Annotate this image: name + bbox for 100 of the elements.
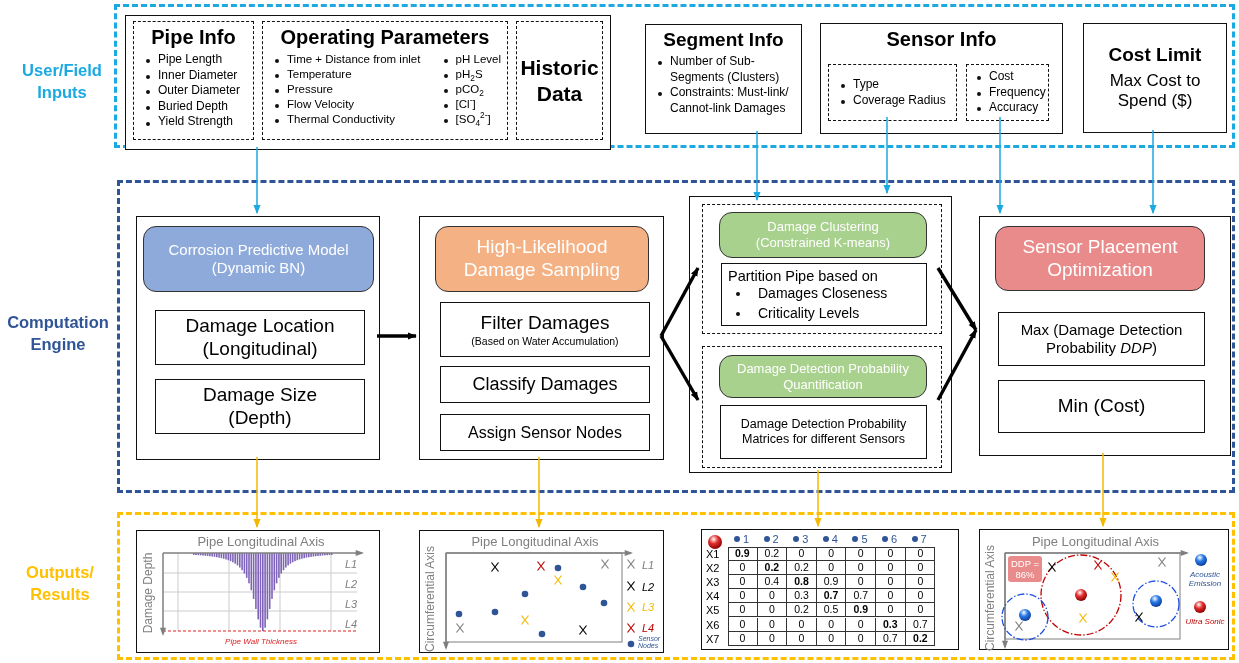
matrix-value: 0 [816,631,847,646]
bullet-item: pH$_{2}$S [455,67,483,80]
box-title: Segment Info [662,29,785,51]
matrix-value: 0.3 [876,617,906,632]
operating-parameters-box [262,21,508,140]
level-label: L2 [345,578,358,590]
matrix-value: 0.7 [816,589,847,604]
matrix-value: 0 [846,575,876,590]
bullet-item: Coverage Radius [853,92,946,107]
probability-matrix-panel [701,529,959,650]
model-panel [136,216,380,460]
matrix-value: 0 [876,547,906,562]
sampling-header [435,226,649,292]
cost-limit-box [1083,23,1227,133]
arrow [814,469,822,527]
sampling-panel [419,216,664,460]
matrix-value: 0.2 [757,561,788,576]
level-label: L3 [642,601,655,613]
detection-group [702,346,942,468]
matrix-value: 0.4 [757,575,788,590]
row-label: X7 [706,632,720,646]
sensor-type-label: Acoustic Emission [1187,570,1223,588]
box-title: Min (Cost) [1057,395,1146,418]
matrix-value: 0.2 [912,631,929,646]
axis-title: Circumferential Axis [982,544,998,653]
axis-title: Pipe Longitudinal Axis [470,534,600,549]
table-header: 6 [891,533,898,546]
arrow [936,329,978,401]
matrix-value: 0.2 [787,603,817,618]
sensor-layout-panel [979,529,1229,650]
matrix-value: 0 [876,603,906,618]
arrow [1149,129,1157,214]
bullet-item: pH Level [455,53,501,65]
matrix-value: 0 [728,631,758,646]
clustering-header [719,212,927,258]
bullet-item: Damages Closeness [758,285,888,301]
level-label: L3 [345,598,358,610]
matrix-value: 0.8 [787,575,817,590]
matrix-value: 0 [757,617,788,632]
row-label: X5 [706,604,720,618]
level-label: L2 [642,581,655,593]
detection-header [719,355,927,398]
arrow [377,332,417,340]
box-title: Classify Damages [472,373,618,396]
box-title: Sensor Info [885,28,998,51]
arrow [659,335,700,401]
matrix-value: 0 [757,603,788,618]
box-title: Max (Damage Detection Probability DDP) [1019,321,1184,357]
depth-profile-panel [136,530,380,653]
matrix-value: 0.9 [728,547,758,562]
matrix-value: 0.2 [787,561,817,576]
matrix-value: 0 [905,561,936,576]
arrow [253,456,261,528]
process-box [155,379,365,434]
model-header [143,226,374,292]
matrix-value: 0 [876,575,906,590]
sensor-specs-box [966,64,1049,121]
matrix-value: 0.5 [816,603,847,618]
arrow [996,116,1004,214]
bullet-item: Type [853,76,879,91]
box-title: Assign Sensor Nodes [468,422,622,443]
section-label: Computation Engine [7,312,109,356]
matrix-value: 0 [728,561,758,576]
bullet-item: Cost [989,69,1014,84]
arrow [753,130,761,201]
axis-title: Pipe Wall Thickness [224,637,298,646]
matrix-value: 0.7 [846,589,876,604]
bullet-item: Time + Distance from inlet [287,53,421,65]
matrix-value: 0.7 [876,631,906,646]
level-label: L4 [642,622,655,634]
bullet-item: Flow Velocity [287,97,355,110]
bullet-item: [Cl$^{-}$] [455,97,476,110]
matrix-value: 0 [757,631,788,646]
table-header: 4 [831,533,838,546]
row-label: X1 [706,548,720,561]
box-title: Damage Location (Longitudinal) [184,314,336,361]
matrix-value: 0 [728,617,758,632]
bullet-item: [SO$_{4}$$^{2-}$] [455,112,491,125]
matrix-value: 0 [787,617,817,632]
bullet-item: Buried Depth [158,98,229,113]
matrix-value: 0 [905,589,936,604]
optimization-header [995,226,1205,291]
process-box [440,366,650,403]
level-label: L1 [642,559,655,571]
bullet-item: Frequency [989,84,1046,99]
bullet-item: Pressure [287,82,334,95]
bullet-item: Temperature [287,67,352,80]
sensor-info-box [820,23,1063,134]
arrow [936,267,978,331]
level-label: L4 [345,618,358,630]
box-title: Damage Detection Probability Matrices for different Sensors [739,417,908,447]
bullet-item: Constraints: Must-link/ Cannot-link Damages [670,85,789,115]
matrix-value: 0 [728,603,758,618]
row-label: X2 [706,562,720,576]
box-title: Operating Parameters [279,26,491,49]
objective-box [998,380,1205,433]
matrix-value: 0 [787,547,817,562]
optimization-panel [979,216,1231,456]
matrix-value: 0 [728,575,758,590]
box-title: High-Likelihood Damage Sampling [462,236,622,282]
